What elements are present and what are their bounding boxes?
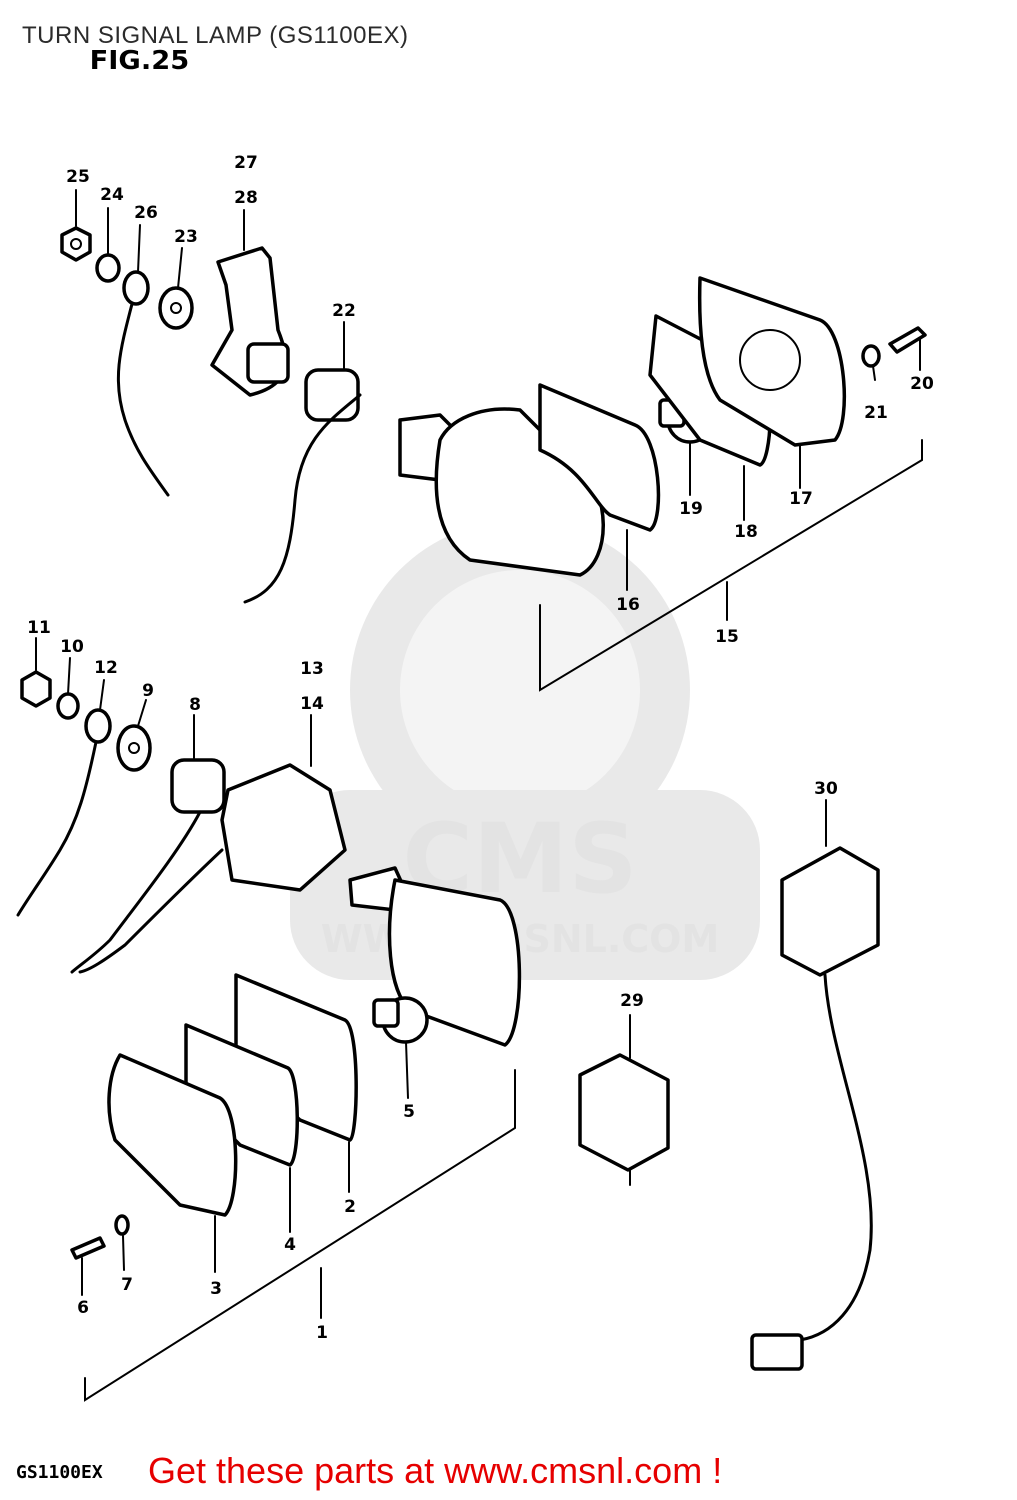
nut-11	[20, 670, 52, 708]
grommet-8	[170, 758, 226, 814]
callout-8: 8	[189, 695, 201, 715]
callout-15: 15	[715, 627, 739, 647]
leader-26	[137, 224, 141, 273]
gasket-4	[184, 1023, 300, 1167]
callout-1: 1	[316, 1323, 328, 1343]
wire-26	[116, 302, 170, 497]
callout-28: 28	[234, 188, 258, 208]
callout-17: 17	[789, 489, 813, 509]
callout-23: 23	[174, 227, 198, 247]
callout-11: 11	[27, 618, 51, 638]
page-title: TURN SIGNAL LAMP (GS1100EX)	[22, 22, 409, 49]
group-bracket-1	[84, 1069, 516, 1402]
lens-17	[697, 276, 846, 447]
flasher-30	[780, 846, 880, 977]
callout-26: 26	[134, 203, 158, 223]
stay-13-14	[220, 763, 347, 892]
callout-4: 4	[284, 1235, 296, 1255]
figure-number: FIG.25	[89, 46, 190, 76]
washer-23	[158, 286, 194, 330]
screw-20	[888, 326, 927, 354]
callout-25: 25	[66, 167, 90, 187]
callout-16: 16	[616, 595, 640, 615]
callout-10: 10	[60, 637, 84, 657]
callout-18: 18	[734, 522, 758, 542]
rear-lamp-wire	[243, 393, 362, 604]
callout-5: 5	[403, 1102, 415, 1122]
leader-10	[67, 657, 71, 695]
washer-21	[861, 344, 881, 368]
flasher-30-connector	[750, 1333, 804, 1371]
lock-washer-24	[95, 253, 121, 283]
model-code: GS1100EX	[16, 1462, 103, 1483]
callout-29: 29	[620, 991, 644, 1011]
leader-21	[872, 365, 876, 381]
washer-9	[116, 724, 152, 772]
terminal-26	[122, 270, 150, 306]
terminal-12	[84, 708, 112, 744]
washer-23-hole	[170, 302, 182, 314]
callout-21: 21	[864, 403, 888, 423]
nut-25-hole	[70, 238, 82, 250]
bracket-window	[246, 342, 290, 384]
callout-20: 20	[910, 374, 934, 394]
gasket-16	[538, 383, 661, 532]
callout-27: 27	[234, 153, 258, 173]
group-bracket-15	[539, 439, 923, 692]
grommet-22	[304, 368, 360, 422]
leader-23	[177, 247, 183, 289]
rear-lamp-housing	[434, 407, 605, 577]
callout-3: 3	[210, 1279, 222, 1299]
callout-9: 9	[142, 681, 154, 701]
callout-22: 22	[332, 301, 356, 321]
callout-30: 30	[814, 779, 838, 799]
washer-7	[114, 1214, 130, 1236]
callout-14: 14	[300, 694, 324, 714]
cta-link[interactable]: Get these parts at www.cmsnl.com !	[148, 1450, 723, 1491]
callout-12: 12	[94, 658, 118, 678]
lens-17-pattern	[739, 329, 801, 391]
lens-3	[107, 1053, 238, 1217]
callout-6: 6	[77, 1298, 89, 1318]
relay-29	[578, 1053, 670, 1172]
callout-19: 19	[679, 499, 703, 519]
bulb-5-base	[372, 998, 400, 1028]
lock-washer-10	[56, 692, 80, 720]
flasher-30-wire	[798, 973, 873, 1342]
front-lamp-wire-a	[70, 810, 202, 974]
front-lamp-wire-b	[78, 848, 224, 974]
leader-7	[122, 1235, 125, 1271]
callout-13: 13	[300, 659, 324, 679]
watermark-mascot-face	[400, 570, 640, 810]
wire-12	[16, 740, 98, 917]
leader-12	[99, 679, 105, 711]
gasket-2	[234, 973, 358, 1142]
callout-7: 7	[121, 1275, 133, 1295]
leader-9	[137, 699, 147, 727]
watermark: CMS WWW.CMSNL.COM	[290, 520, 760, 980]
screw-6	[70, 1236, 106, 1260]
washer-9-hole	[128, 742, 140, 754]
leader-5	[405, 1041, 409, 1099]
nut-25	[60, 226, 92, 262]
callout-2: 2	[344, 1197, 356, 1217]
callout-24: 24	[100, 185, 124, 205]
